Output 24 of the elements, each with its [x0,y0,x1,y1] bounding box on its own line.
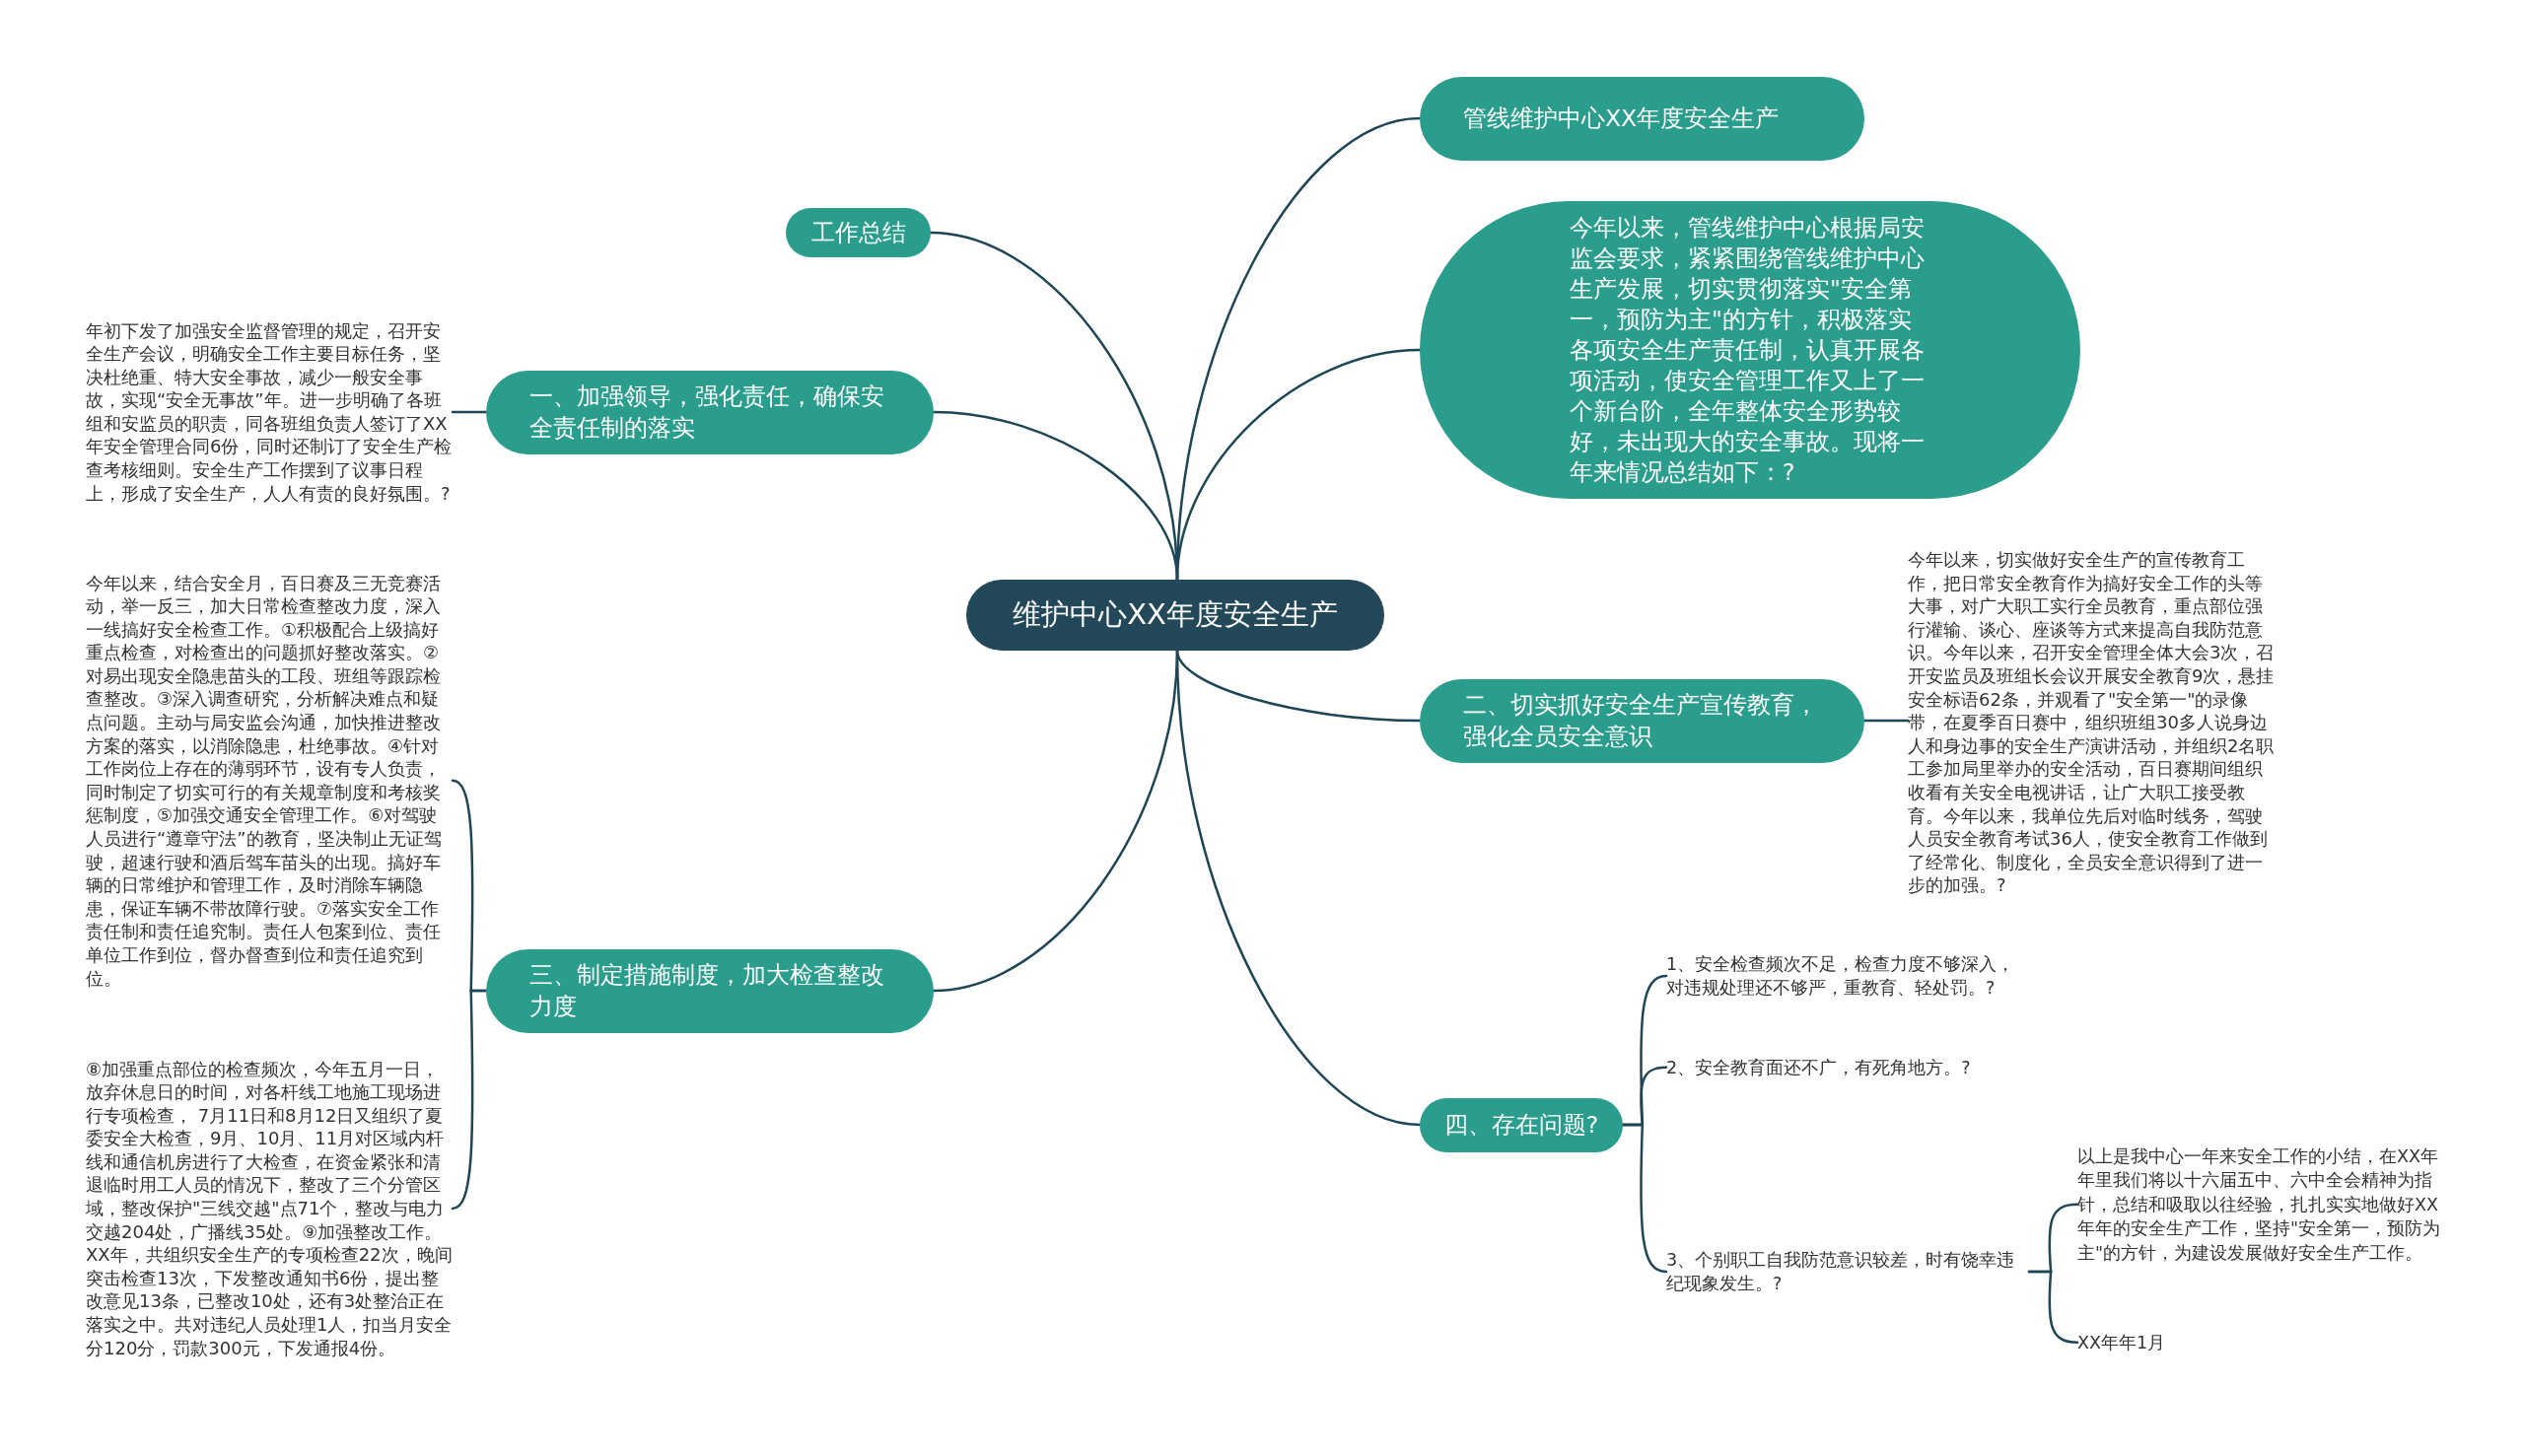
note-text: 1、安全检查频次不足，检查力度不够深入，对违规处理还不够严，重教育、轻处罚。? [1666,951,2029,1001]
central-topic: 维护中心XX年度安全生产 [966,580,1384,651]
note-text: XX年年1月 [2077,1330,2166,1354]
branch-topic: 一、加强领导，强化责任，确保安全责任制的落实 [486,370,934,454]
connector-line [1862,719,1910,723]
bracket-line [451,989,488,1211]
branch-topic: 今年以来，管线维护中心根据局安监会要求，紧紧围绕管线维护中心生产发展，切实贯彻落实"安全第一，预防为主"的方针，积极落实各项安全生产责任制，认真开展各项活动，使安全管理工作又上了一个新台阶，全年整体安全形势较好，未出现大的安全事故。现将一年来情况总结如下：? [1420,201,2080,499]
note-text: 年初下发了加强安全监督管理的规定，召开安全生产会议，明确安全工作主要目标任务，坚决杜绝重、特大安全事故，减少一般安全事故，实现“安全无事故”年。进一步明确了各班组和安监员的职责，同各班组负责人签订了XX年安全管理合同6份，同时还制订了安全生产检查考核细则。安全生产工作摆到了议事日程上，形成了安全生产，人人有责的良好氛围。? [86,318,453,506]
note-text: 今年以来，结合安全月，百日赛及三无竞赛活动，举一反三，加大日常检查整改力度，深入一线搞好安全检查工作。①积极配合上级搞好重点检查，对检查出的问题抓好整改落实。②对易出现安全隐患苗头的工段、班组等跟踪检查整改。③深入调查研究，分析解决难点和疑点问题。主动与局安监会沟通，加快推进整改方案的落实，以消除隐患，杜绝事故。④针对工作岗位上存在的薄弱环节，设有专人负责，同时制定了切实可行的有关规章制度和考核奖惩制度，⑤加强交通安全管理工作。⑥对驾驶人员进行“遵章守法”的教育，坚决制止无证驾驶，超速行驶和酒后驾车苗头的出现。搞好车辆的日常维护和管理工作，及时消除车辆隐患，保证车辆不带故障行驶。⑦落实安全工作责任制和责任追究制。责任人包案到位、责任单位工作到位，督办督查到位和责任追究到位。 [86,571,453,991]
bracket-line [2027,1270,2079,1345]
note-text: ⑧加强重点部位的检查频次，今年五月一日，放弃休息日的时间，对各杆线工地施工现场进行专项检查， 7月11日和8月12日又组织了夏委安全大检查，9月、10月、11月对区域内杆线和通信机房进行了大检查，在资金紧张和清退临时用工人员的情况下，整改了三个分管区域，整改保护"三线交越"点71个，整改与电力交越204处，广播线35处。⑨加强整改工作。XX年，共组织安全生产的专项检查22次，晚间突击检查13次，下发整改通知书6份，提出整改意见13条，已整改10处，还有3处整治正在落实之中。共对违纪人员处理1人，扣当月安全分120分，罚款300元，下发通报4份。 [86,1057,453,1360]
note-text: 3、个别职工自我防范意识较差，时有饶幸违纪现象发生。? [1666,1247,2029,1296]
note-text: 2、安全教育面还不广，有死角地方。? [1666,1055,2029,1079]
branch-line [932,410,1179,582]
bracket-line [1621,1123,1668,1274]
note-text: 以上是我中心一年来安全工作的小结，在XX年年里我们将以十六届五中、六中全会精神为指针，总结和吸取以往经验，扎扎实实地做好XX年年的安全生产工作，坚持"安全第一，预防为主"的方针，为建设发展做好安全生产工作。 [2077,1144,2452,1265]
note-text: 今年以来，切实做好安全生产的宣传教育工作，把日常安全教育作为搞好安全工作的头等大事，对广大职工实行全员教育，重点部位强行灌输、谈心、座谈等方式来提高自我防范意识。今年以来，召开安全管理全体大会3次，召开安监员及班组长会议开展安全教育9次，悬挂安全标语62条，并观看了"安全第一"的录像带，在夏季百日赛中，组织班组30多人说身边人和身边事的安全生产演讲活动，并组织2名职工参加局里举办的安全活动，百日赛期间组织收看有关安全电视讲话，让广大职工接受教育。今年以来，我单位先后对临时线务，驾驶人员安全教育考试36人，使安全教育工作做到了经常化、制度化，全员安全意识得到了进一步的加强。? [1908,548,2278,897]
branch-line [932,649,1179,993]
connector-line [451,410,488,414]
branch-topic: 二、切实抓好安全生产宣传教育，强化全员安全意识 [1420,678,1864,763]
branch-topic: 管线维护中心XX年度安全生产 [1420,76,1864,161]
branch-topic: 四、存在问题? [1420,1097,1623,1152]
branch-topic: 工作总结 [786,208,931,257]
branch-topic: 三、制定措施制度，加大检查整改力度 [486,948,934,1033]
